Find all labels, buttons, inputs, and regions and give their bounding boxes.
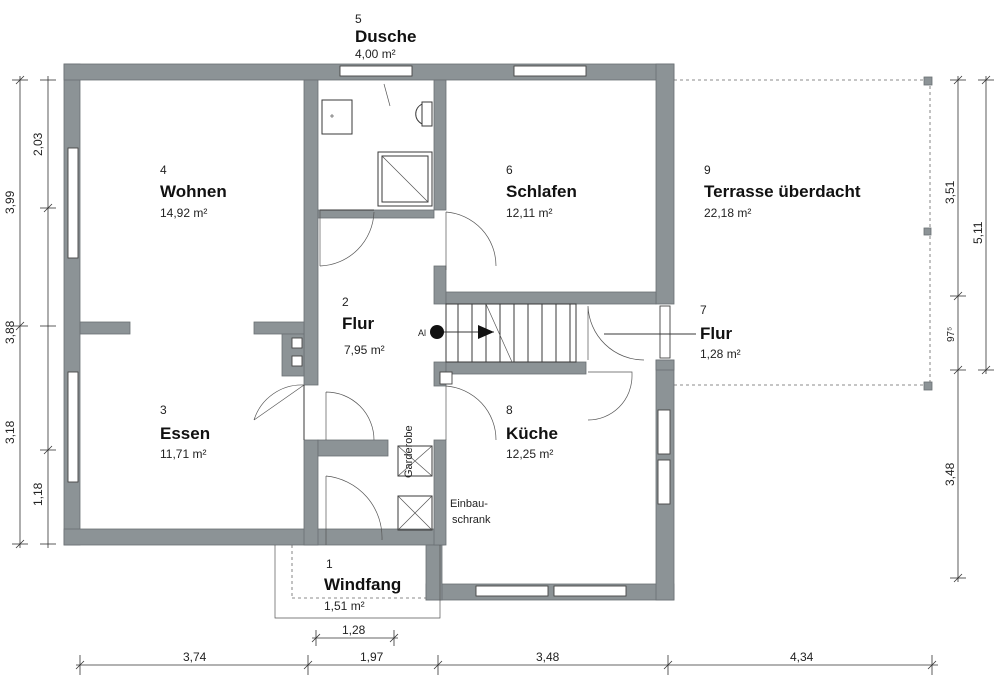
dim-bottom-2: 1,97 [360,650,384,664]
windows [67,65,671,597]
room-label-terrasse: 9 Terrasse überdacht 22,18 m² [704,163,861,220]
dimension-line-left-inner: 2,03 1,18 [31,76,56,548]
dim-right-outer-1: 5,11 [971,221,985,244]
chimney [291,337,453,385]
room-area: 7,95 m² [344,343,385,357]
room-name: Dusche [355,27,416,46]
doors [253,209,645,545]
room-area: 22,18 m² [704,206,751,220]
room-name: Windfang [324,575,401,594]
stair-mark: Al [418,328,426,338]
dim-left-2: 3,88 [3,320,17,344]
dim-bottom-3: 3,48 [536,650,560,664]
room-number: 6 [506,163,513,177]
dimension-line-windfang: 1,28 [311,623,399,646]
room-name: Flur [700,324,732,343]
room-number: 4 [160,163,167,177]
bathroom-fixtures [321,83,433,207]
room-name: Küche [506,424,558,443]
room-number: 1 [326,557,333,571]
dimension-line-right-inner: 3,51 97⁵ 3,48 [943,75,966,583]
windfang-outline [274,545,441,619]
dim-right-outer-2: 3,48 [943,462,957,486]
dim-bottom-4: 4,34 [790,650,814,664]
room-area: 11,71 m² [160,447,206,461]
room-label-essen: 3 Essen 11,71 m² [160,403,210,461]
room-number: 5 [355,12,362,26]
dim-bottom-1: 3,74 [183,650,207,664]
dimension-line-bottom: 3,74 1,97 3,48 4,34 [75,650,938,675]
dim-left-inner-1: 2,03 [31,132,45,156]
room-name: Wohnen [160,182,227,201]
dim-windfang: 1,28 [342,623,366,637]
room-label-dusche: 5 Dusche 4,00 m² [355,12,416,61]
room-label-kueche: 8 Küche 12,25 m² [506,403,558,461]
room-number: 2 [342,295,349,309]
dimension-line-left-outer: 3,99 3,88 3,18 [3,75,28,549]
room-area: 12,11 m² [506,206,552,220]
staircase [430,303,577,363]
room-name: Essen [160,424,210,443]
room-number: 3 [160,403,167,417]
terrace-outline [674,76,933,391]
dim-right-inner-1: 3,51 [943,180,957,204]
dim-left-1: 3,99 [3,190,17,214]
room-label-flur-7: 7 Flur 1,28 m² [700,303,741,361]
room-label-windfang: 1 Windfang 1,51 m² [324,557,401,613]
dim-right-inner-2: 97⁵ [946,327,957,342]
room-area: 12,25 m² [506,447,553,461]
room-label-schlafen: 6 Schlafen 12,11 m² [506,163,577,220]
room-area: 4,00 m² [355,47,396,61]
room-name: Schlafen [506,182,577,201]
room-number: 7 [700,303,707,317]
room-area: 1,28 m² [700,347,741,361]
room-name: Flur [342,314,374,333]
room-area: 1,51 m² [324,599,365,613]
garderobe-label: Garderobe [403,425,415,478]
room-area: 14,92 m² [160,206,207,220]
dim-left-inner-2: 1,18 [31,482,45,506]
einbauschrank-label-1: Einbau- [450,498,488,510]
room-number: 9 [704,163,711,177]
wardrobe-boxes [397,445,433,531]
room-name: Terrasse überdacht [704,182,861,201]
dimension-line-right-outer: 5,11 [971,75,994,375]
dim-left-3: 3,18 [3,420,17,444]
room-label-flur: 2 Flur 7,95 m² [342,295,385,357]
einbauschrank-label-2: schrank [452,514,491,526]
room-number: 8 [506,403,513,417]
room-label-wohnen: 4 Wohnen 14,92 m² [160,163,227,220]
